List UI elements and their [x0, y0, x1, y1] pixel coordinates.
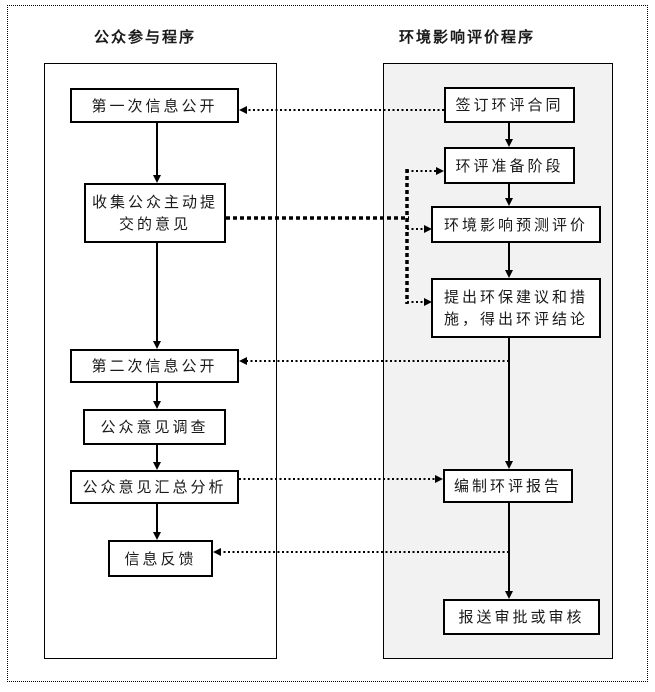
arrow-r1-to-r2	[505, 123, 513, 147]
dashed-branch-to-eia-preparation	[407, 167, 444, 175]
arrow-l3-to-l4	[153, 383, 161, 409]
node-label: 第一次信息公开	[91, 96, 218, 115]
dotted-arrow-to-second-disclosure	[239, 357, 509, 365]
dashed-branch-to-prediction-assessment	[407, 225, 432, 233]
node-label: 第二次信息公开	[91, 357, 218, 375]
node-impact-prediction-assessment: 环境影响预测评价	[431, 206, 601, 243]
node-first-information-disclosure: 第一次信息公开	[70, 88, 239, 123]
node-label: 签订环评合同	[455, 96, 564, 114]
node-label: 环评准备阶段	[455, 156, 564, 175]
arrow-l2-to-l3	[153, 243, 161, 349]
node-public-opinion-survey: 公众意见调查	[83, 409, 226, 445]
thick-dashed-trunk	[226, 169, 409, 304]
dotted-arrow-analysis-to-report	[239, 475, 443, 483]
node-sign-eia-contract: 签订环评合同	[444, 87, 575, 123]
arrow-r5-to-r6	[505, 503, 513, 599]
arrow-l5-to-l6	[153, 504, 161, 540]
node-submit-for-approval: 报送审批或审核	[443, 599, 600, 635]
left-column-header: 公众参与程序	[93, 28, 196, 46]
arrow-l1-to-l2	[153, 123, 161, 183]
arrow-r2-to-r3	[505, 184, 513, 206]
node-second-information-disclosure: 第二次信息公开	[70, 349, 239, 383]
node-label-line1: 提出环保建议和措	[443, 288, 588, 306]
node-label: 环境影响预测评价	[443, 215, 588, 234]
node-information-feedback: 信息反馈	[108, 540, 213, 577]
node-collect-public-opinions: 收集公众主动提 交的意见	[84, 183, 226, 243]
node-compile-eia-report: 编制环评报告	[443, 469, 573, 503]
dotted-arrow-contract-to-first-disclosure	[239, 106, 444, 114]
node-propose-measures-conclusions: 提出环保建议和措 施，得出环评结论	[431, 278, 601, 338]
node-label-line2: 施，得出环评结论	[443, 310, 588, 328]
right-column-header: 环境影响评价程序	[398, 28, 535, 46]
dashed-branch-to-propose-measures	[407, 298, 432, 306]
node-label-line2: 交的意见	[118, 215, 191, 233]
arrow-r4-to-r5	[505, 338, 513, 469]
dotted-arrow-to-information-feedback	[213, 548, 509, 556]
node-label: 报送审批或审核	[458, 608, 585, 626]
arrow-l4-to-l5	[153, 445, 161, 470]
node-label: 编制环评报告	[453, 477, 562, 495]
node-public-opinion-analysis: 公众意见汇总分析	[70, 470, 239, 504]
arrow-r3-to-r4	[505, 243, 513, 278]
node-label-line1: 收集公众主动提	[91, 193, 218, 211]
node-label: 公众意见汇总分析	[82, 478, 227, 496]
outer-dotted-border	[7, 5, 648, 682]
node-label: 信息反馈	[124, 549, 197, 568]
node-eia-preparation: 环评准备阶段	[444, 147, 575, 184]
node-label: 公众意见调查	[100, 418, 209, 436]
